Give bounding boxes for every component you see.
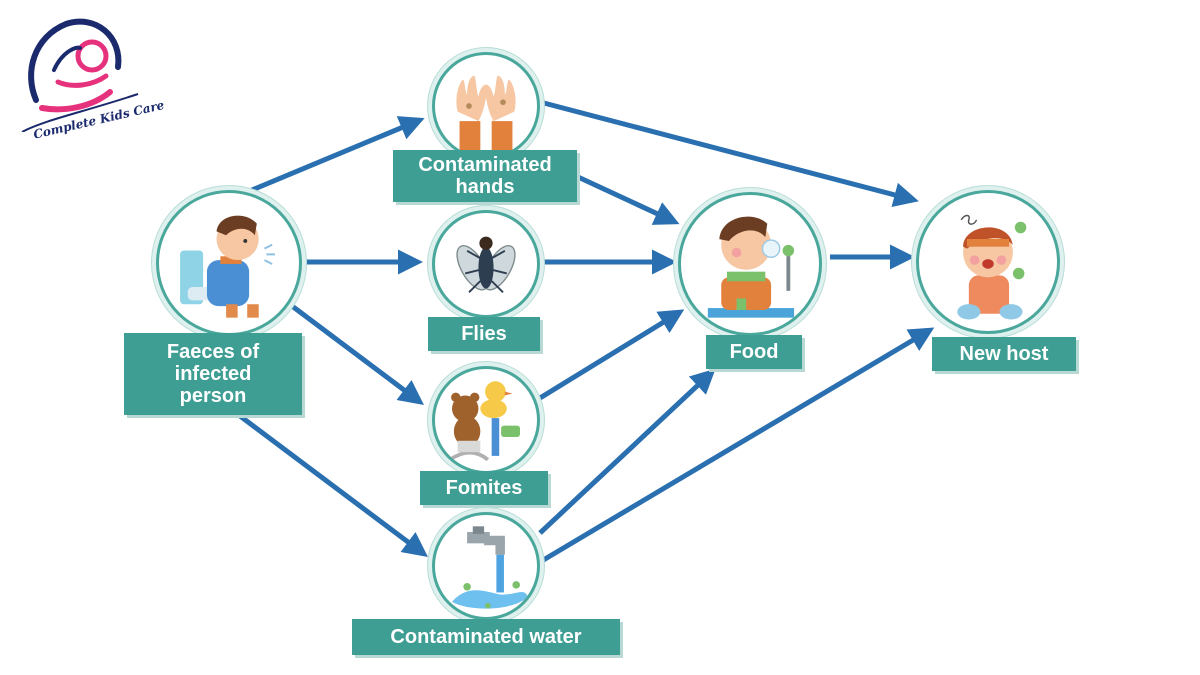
fomites-toys-icon	[432, 366, 540, 474]
flies-label: Flies	[428, 317, 540, 351]
arrow-faeces-to-fomites	[290, 304, 424, 405]
arrow-hands-to-new-host	[539, 99, 919, 208]
fomites-label: Fomites	[420, 471, 548, 505]
contaminated-water-label: Contaminated water	[352, 619, 620, 655]
contaminated-hands-label-line1: Contaminated	[418, 154, 552, 176]
contaminated-hands-icon	[432, 52, 540, 160]
faeces-label-line1: Faeces of	[166, 341, 260, 363]
fly-icon	[432, 210, 540, 318]
arrow-faeces-to-hands	[251, 116, 425, 193]
new-host-label: New host	[932, 337, 1076, 371]
water-tap-icon	[432, 512, 540, 620]
faeces-label: Faeces of infected person	[124, 333, 302, 415]
faeces-illustration-icon	[156, 190, 302, 336]
sick-child-icon	[916, 190, 1060, 334]
arrow-water-to-new-host	[538, 327, 935, 565]
contaminated-hands-label: Contaminated hands	[393, 150, 577, 202]
contaminated-hands-label-line2: hands	[455, 176, 515, 198]
arrow-fomites-to-food	[538, 309, 685, 401]
faeces-label-line3: person	[179, 385, 247, 407]
arrow-hands-to-food	[576, 174, 680, 225]
food-label: Food	[706, 335, 802, 369]
faeces-label-line2: infected	[174, 363, 252, 385]
arrow-water-to-food	[538, 368, 716, 535]
eating-child-icon	[678, 192, 822, 336]
complete-kids-care-logo: Complete Kids Care	[14, 12, 166, 162]
arrow-faeces-to-water	[238, 414, 428, 557]
